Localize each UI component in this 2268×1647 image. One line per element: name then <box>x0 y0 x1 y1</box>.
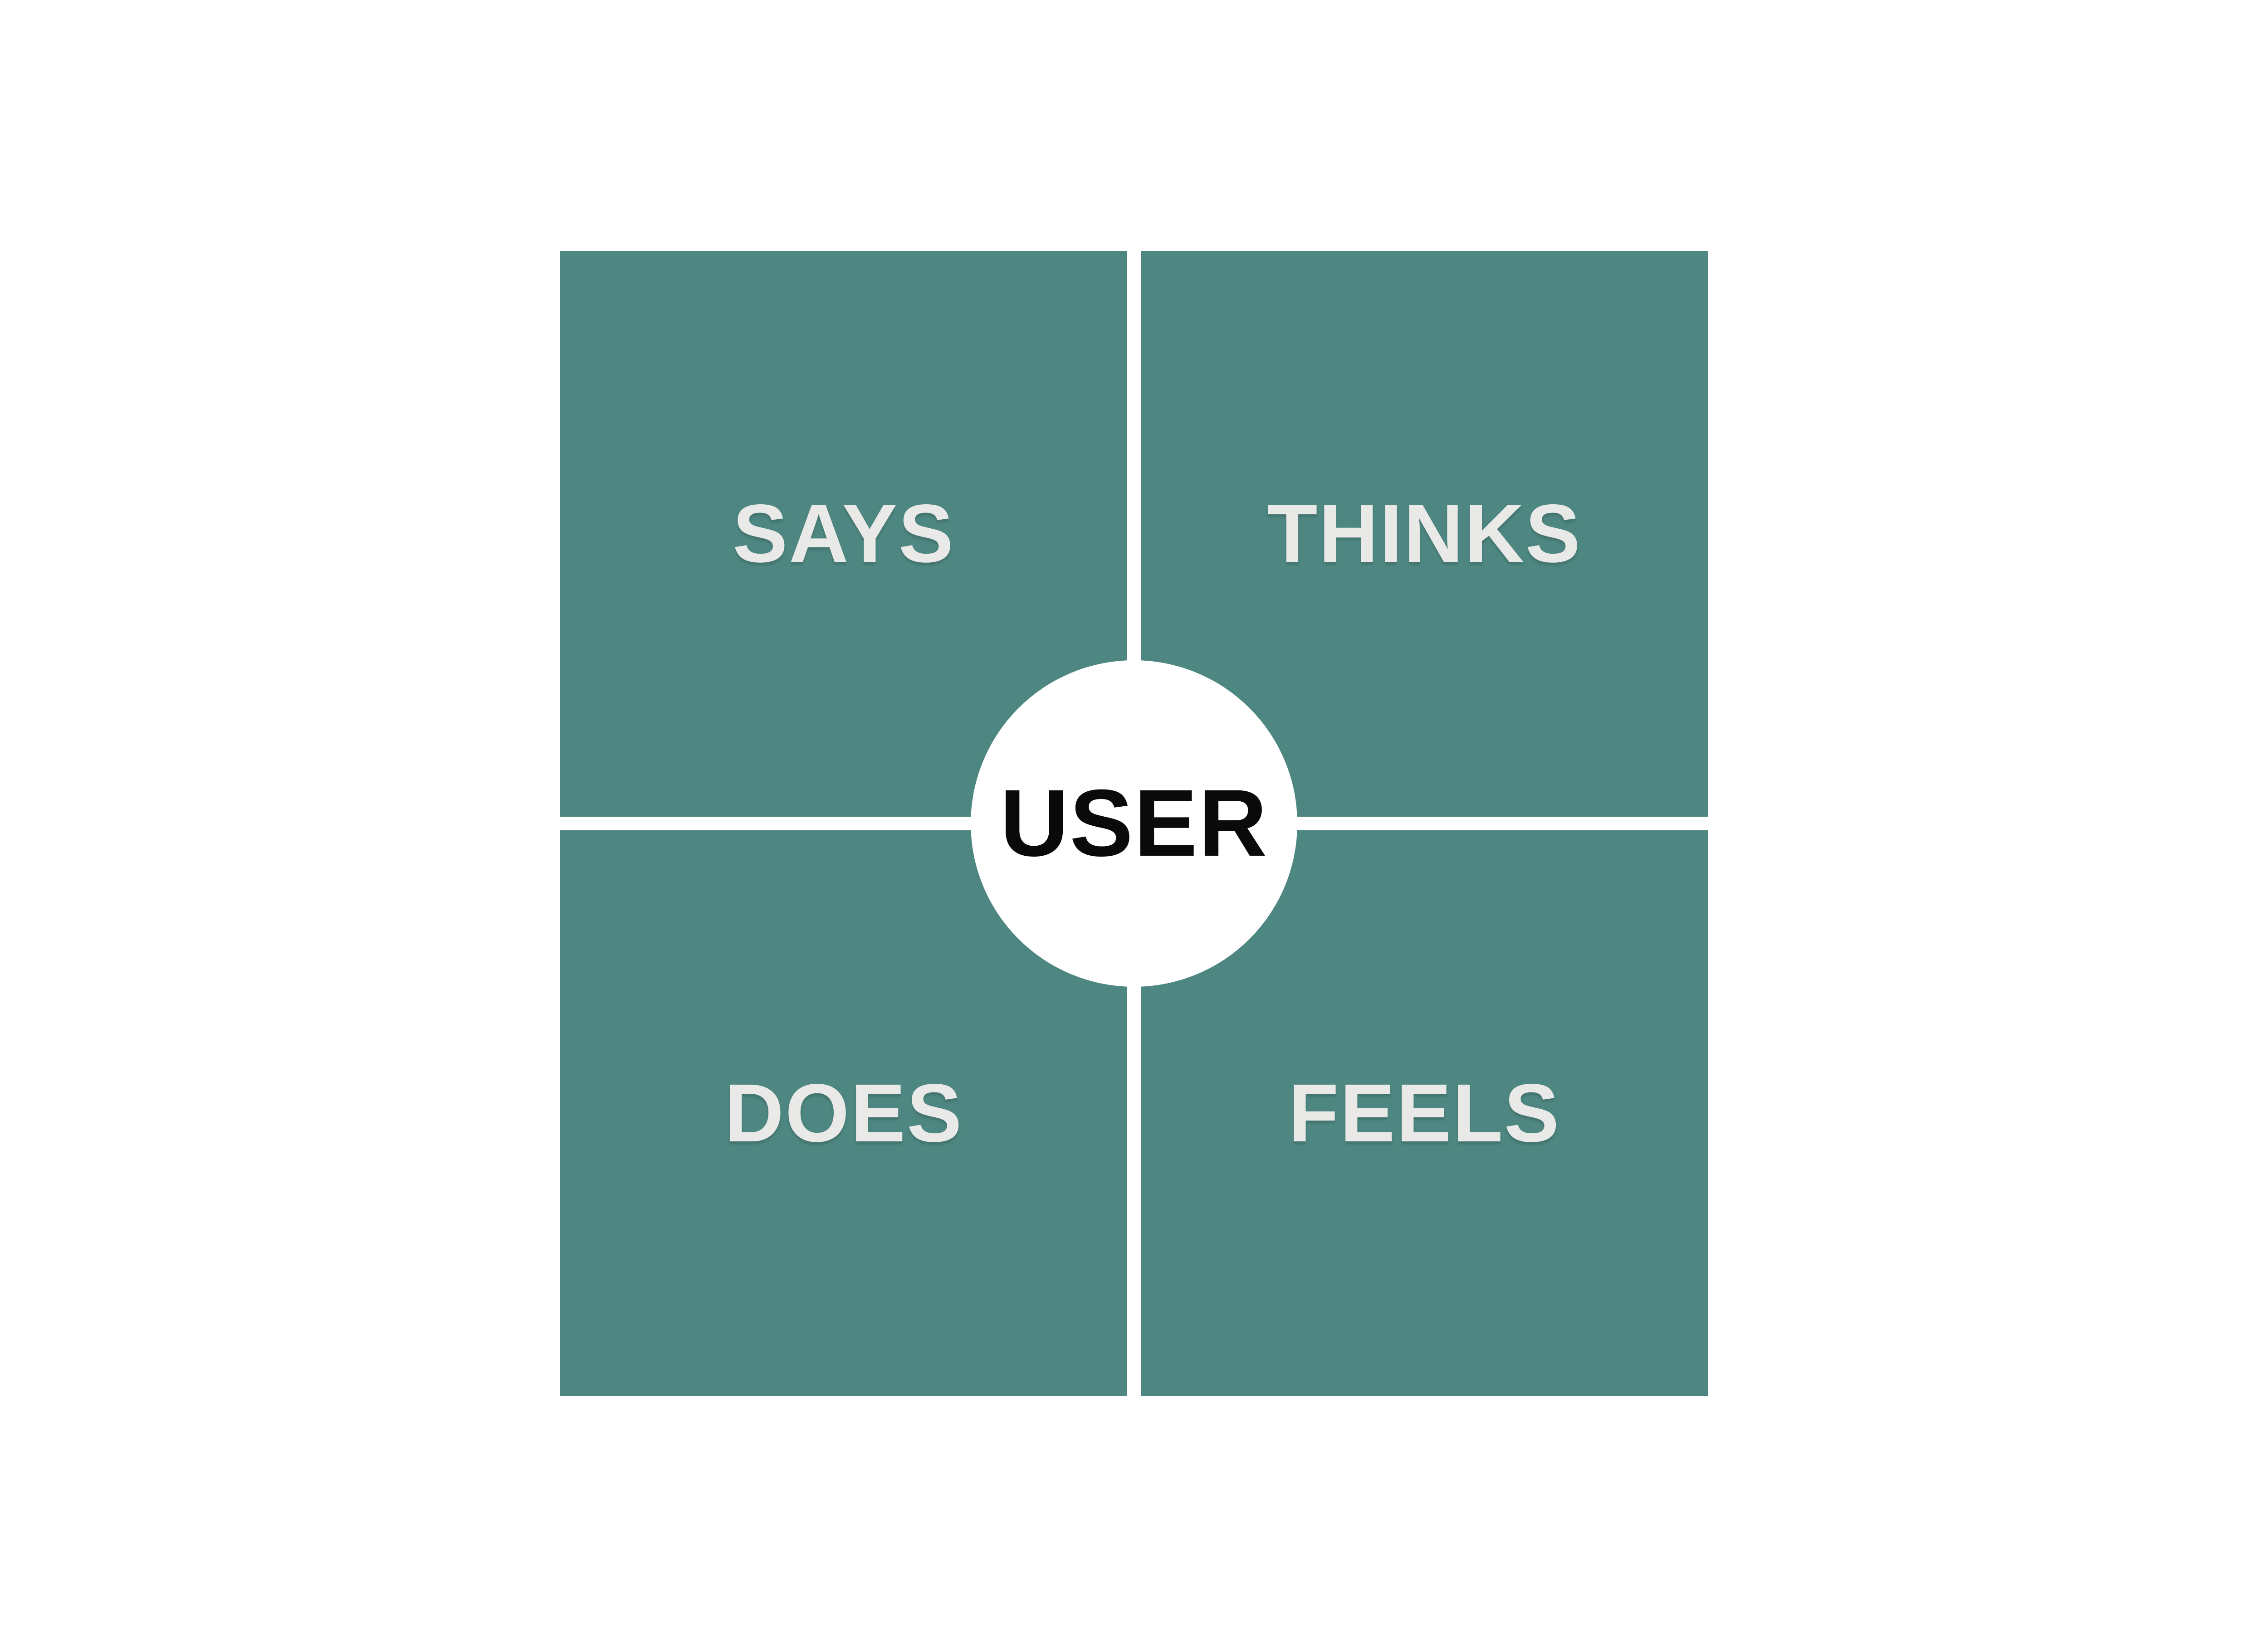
quadrant-says: SAYS <box>560 251 1128 817</box>
user-label: USER <box>1000 770 1268 877</box>
quadrant-does-label: DOES <box>724 1066 963 1159</box>
quadrant-feels-label: FEELS <box>1288 1066 1560 1159</box>
quadrant-says-label: SAYS <box>733 487 955 580</box>
quadrant-does: DOES <box>560 830 1128 1396</box>
empathy-map: SAYS THINKS DOES FEELS USER <box>560 251 1708 1396</box>
quadrant-thinks-label: THINKS <box>1267 487 1582 580</box>
user-circle: USER <box>971 660 1297 987</box>
